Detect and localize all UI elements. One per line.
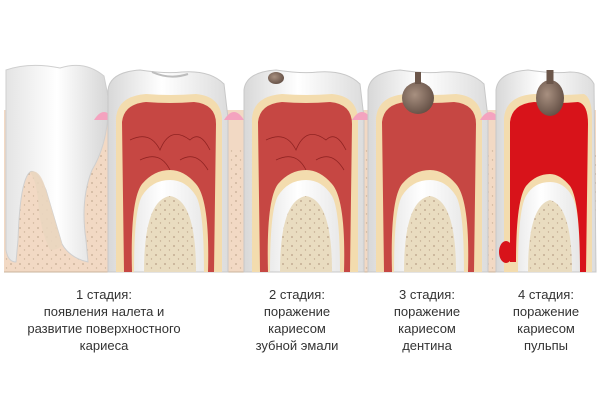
caption-stage-4-line-2: кариесом [517,321,575,336]
bone-texture-inner [144,196,196,272]
tooth-pulp-infected [510,102,588,272]
caption-stage-2-line-1: поражение [263,304,331,319]
caption-stage-4: 4 стадия: поражение кариесом пульпы [496,286,596,354]
bone-texture-inner [528,200,572,272]
bone-texture-inner [404,196,456,272]
tooth-pulp [258,102,352,272]
caption-stage-1-line-3: кариеса [79,338,129,353]
enamel-erosion-spot [151,71,189,78]
caption-stage-1-title: 1 стадия: [76,287,132,302]
caption-stage-3: 3 стадия: поражение кариесом дентина [372,286,482,354]
bone-texture-inner [280,196,332,272]
caption-stage-2: 2 стадия: поражение кариесом зубной эмал… [232,286,362,354]
caption-stage-4-line-1: поражение [512,304,580,319]
gum-papilla-left [352,112,372,120]
gum-pocket-stage-1 [30,171,62,250]
tooth-stage-4 [352,69,489,273]
tooth-stage-3 [224,69,365,273]
caption-stage-2-title: 2 стадия: [269,287,325,302]
caption-stage-4-line-3: пульпы [524,338,568,353]
tooth-stage-1 [5,64,109,263]
caries-lesion-small [268,72,284,84]
gum-papilla-left [480,112,500,120]
tooth-stage-1-body [5,64,109,263]
abscess [499,241,513,263]
gum-papilla-left [224,112,244,120]
tooth-pulp [122,102,216,272]
pulp-vessels [265,133,347,171]
pulp-vessels [129,133,211,171]
caries-lesion-large [536,80,564,116]
caption-stage-3-line-3: дентина [402,338,452,353]
caption-stage-1-line-1: появления налета и [43,304,165,319]
caption-stage-3-title: 3 стадия: [399,287,455,302]
caption-stage-2-line-3: зубной эмали [255,338,339,353]
tooth-stage-2 [94,69,229,273]
caption-stage-1-line-2: развитие поверхностного [27,321,181,336]
caption-stage-1: 1 стадия: появления налета и развитие по… [4,286,204,354]
caption-stage-3-line-2: кариесом [398,321,456,336]
tooth-stage-5 [480,69,597,273]
caries-lesion-medium [402,82,434,114]
caption-stage-4-title: 4 стадия: [518,287,574,302]
tooth-pulp [382,102,476,272]
caption-stage-3-line-1: поражение [393,304,461,319]
caption-stage-2-line-2: кариесом [268,321,326,336]
